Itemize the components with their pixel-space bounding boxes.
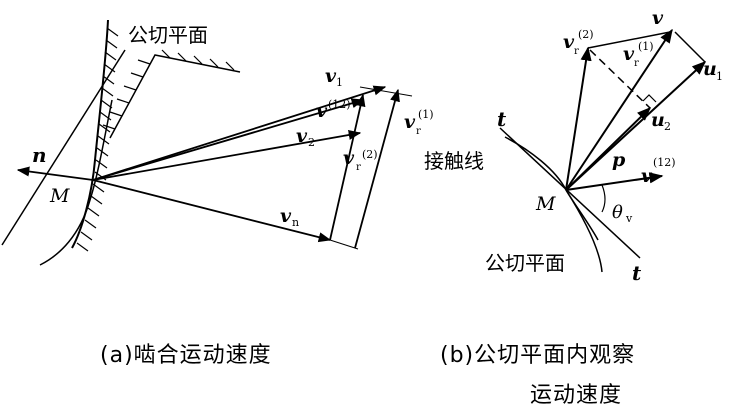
v12-label: v: [316, 100, 328, 122]
vr2-arrow-b: [565, 46, 592, 191]
vr2-label: v: [343, 147, 355, 169]
v1-arrow: [92, 85, 387, 181]
construction-line-bottom: [329, 239, 359, 250]
vr1-label-b: v: [623, 43, 635, 65]
surface-1-boundary: [71, 19, 109, 249]
vr2-superscript: (2): [362, 148, 378, 161]
u2-arrow: [565, 107, 652, 191]
tangent-plane-outline: [109, 54, 241, 139]
v2-subscript: 2: [308, 136, 315, 149]
u1-subscript: 1: [716, 70, 723, 83]
v12-label-b: v: [641, 165, 653, 187]
panel-b: v r (2) v v r (1) u 1 u 2 t 接触线 p v (12)…: [424, 7, 723, 285]
theta-arc: [601, 184, 606, 213]
tangent-plane-curve: [565, 189, 599, 241]
v12-arrow-b: [565, 172, 664, 191]
caption-b-line2: 运动速度: [530, 383, 623, 408]
u2-label: u: [651, 109, 665, 131]
t-bottom-label: t: [632, 261, 642, 285]
v2-arrow: [92, 130, 362, 181]
v1-subscript: 1: [336, 76, 343, 89]
caption-b-line1: (b)公切平面内观察: [440, 343, 636, 368]
vr1-subscript: r: [416, 126, 421, 137]
vr1-label: v: [404, 111, 416, 133]
contact-line-label: 接触线: [424, 149, 484, 173]
vr2-arrow: [329, 93, 366, 241]
v-arrow-b: [565, 28, 673, 191]
tangent-plane-hatching: [102, 49, 235, 130]
v-label-b: v: [652, 7, 664, 29]
theta-label: θ: [612, 202, 623, 223]
caption-a: (a)啮合运动速度: [100, 343, 272, 368]
v12-superscript: (12): [328, 98, 351, 111]
tangent-line: [1, 49, 126, 246]
vr2-superscript-b: (2): [578, 28, 594, 41]
surface-2-curve: [39, 99, 113, 266]
v12-arrow: [92, 98, 365, 181]
kinematics-diagram: 公切平面 n M v 1 v (12) v 2 v r (2) v r (1) …: [1, 7, 723, 285]
v1-label: v: [325, 65, 337, 87]
vn-subscript: n: [292, 216, 299, 229]
vr2-subscript: r: [356, 162, 361, 173]
tangent-plane-label-b: 公切平面: [485, 251, 565, 275]
v2-label: v: [296, 125, 308, 147]
right-angle-marker: [642, 94, 657, 103]
u1-label: u: [703, 58, 717, 80]
point-m-label-b: M: [535, 193, 556, 215]
dashed-projection: [589, 49, 651, 109]
u2-subscript: 2: [664, 120, 671, 133]
v12-superscript-b: (12): [653, 156, 676, 169]
normal-vector-label: n: [32, 143, 47, 167]
vr1-superscript: (1): [418, 108, 434, 121]
vr2-label-b: v: [563, 31, 575, 53]
point-m-label: M: [49, 185, 70, 207]
vr1-arrow-b: [587, 31, 671, 49]
t-axis-line: [499, 127, 641, 259]
vr1-superscript-b: (1): [638, 40, 654, 53]
tangent-plane-label: 公切平面: [128, 23, 208, 47]
p-label: p: [612, 149, 626, 171]
vr1-subscript-b: r: [634, 58, 639, 69]
theta-subscript: v: [625, 212, 633, 225]
vn-label: v: [280, 205, 292, 227]
normal-vector-arrow: [16, 166, 94, 181]
vr2-subscript-b: r: [574, 46, 579, 57]
construction-line-top: [359, 86, 413, 97]
u1-arrow: [674, 31, 706, 63]
t-top-label: t: [497, 107, 507, 131]
vn-arrow: [92, 179, 332, 243]
vr1-arrow: [354, 88, 400, 249]
panel-a: 公切平面 n M v 1 v (12) v 2 v r (2) v r (1) …: [1, 19, 434, 266]
